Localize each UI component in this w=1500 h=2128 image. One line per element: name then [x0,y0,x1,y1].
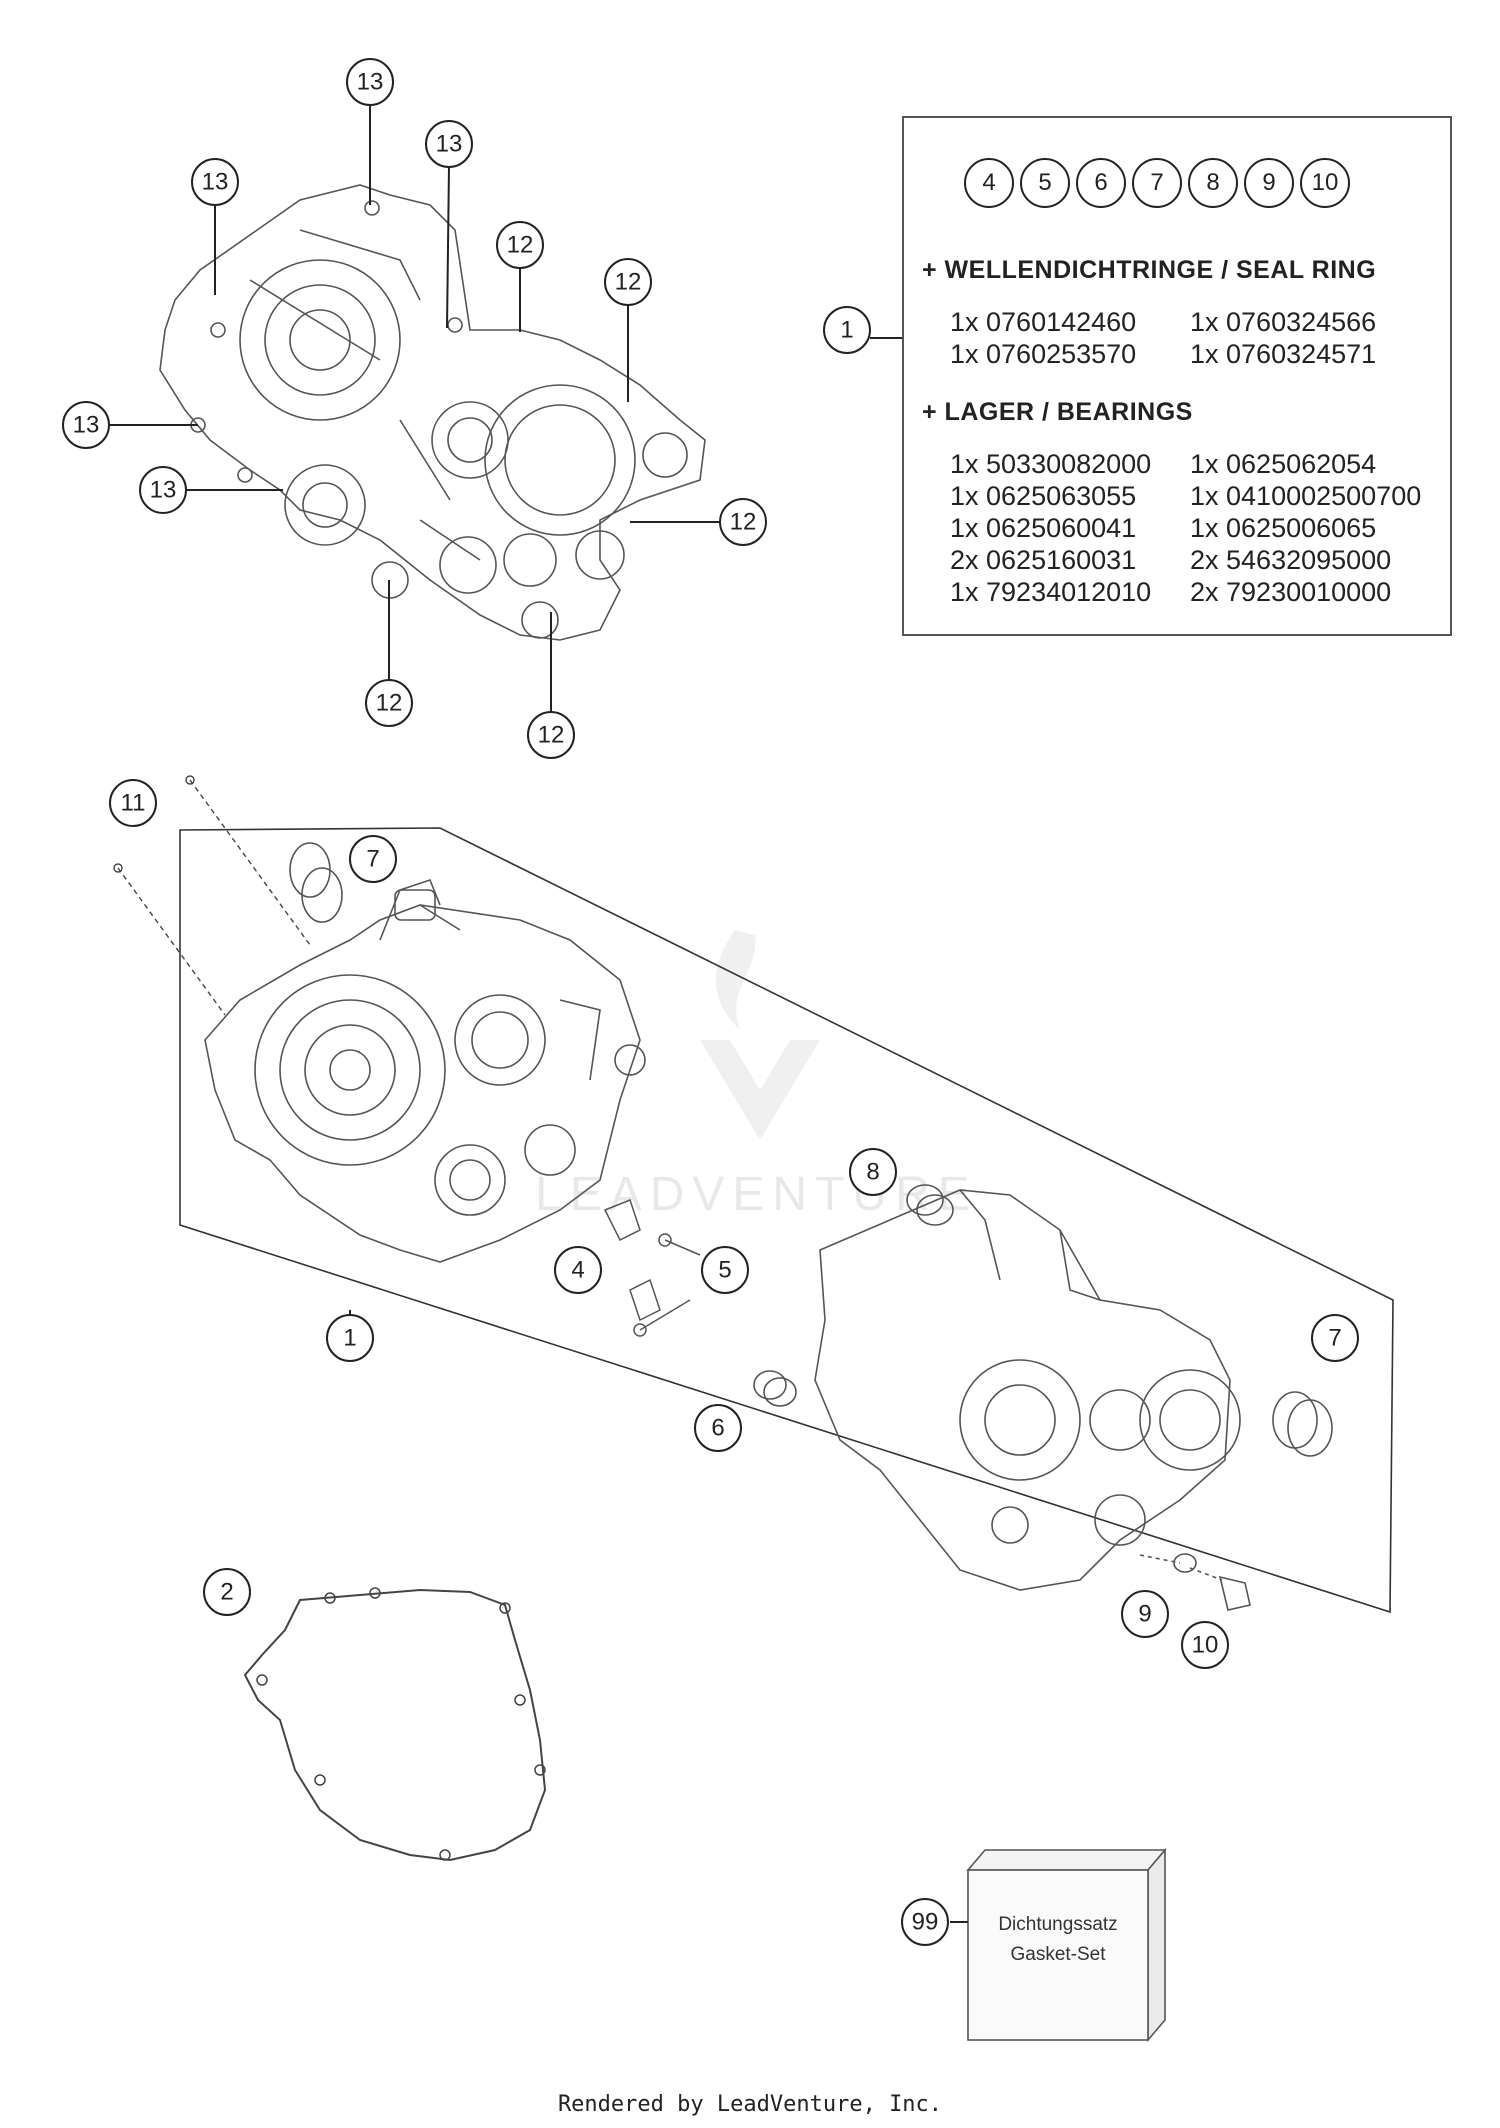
callout-8-label: 8 [866,1159,879,1186]
bearing-item: 1x 79234012010 [950,577,1152,607]
callout-13-upper-left[interactable]: 13 [191,158,239,206]
callout-99[interactable]: 99 [901,1898,949,1946]
callout-1-kit-label: 1 [840,317,853,344]
kit-circle-4[interactable]: 4 [964,158,1014,208]
right-case-half [814,1189,1241,1591]
bearing-item: 2x 0625160031 [950,545,1137,575]
callout-12-bottom-left-label: 12 [376,690,403,717]
kit-part-circles: 4 5 6 7 8 9 10 [964,158,1350,208]
callout-13-lower-left[interactable]: 13 [139,466,187,514]
kit-circle-6[interactable]: 6 [1076,158,1126,208]
bracket-and-screws [603,1199,701,1337]
gasket-holes [256,1587,546,1861]
callout-4-label: 4 [571,1257,584,1284]
callout-1-kit[interactable]: 1 [823,306,871,354]
callout-4[interactable]: 4 [554,1246,602,1294]
callout-10[interactable]: 10 [1181,1621,1229,1669]
callout-8[interactable]: 8 [849,1148,897,1196]
callout-12-top[interactable]: 12 [496,221,544,269]
kit-circle-5[interactable]: 5 [1020,158,1070,208]
kit-circle-10[interactable]: 10 [1300,158,1350,208]
callout-6[interactable]: 6 [694,1404,742,1452]
crankcase-top-view [159,184,706,641]
kit-circle-7[interactable]: 7 [1132,158,1182,208]
callout-12-top-label: 12 [507,232,534,259]
seal-ring-list: 1x 0760142460 1x 0760324566 1x 076025357… [950,306,1440,370]
small-parts-right [753,1184,1333,1611]
bearings-heading: + LAGER / BEARINGS [922,398,1193,426]
seal-item: 1x 0760142460 [950,307,1137,337]
callout-13-upper-left-label: 13 [202,169,229,196]
callout-9[interactable]: 9 [1121,1590,1169,1638]
bearings-list: 1x 50330082000 1x 0625062054 1x 06250630… [950,448,1440,608]
callout-13-lower-left-label: 13 [150,477,177,504]
callout-12-right-label: 12 [730,509,757,536]
callout-6-label: 6 [711,1415,724,1442]
bearing-item: 2x 54632095000 [1190,545,1392,575]
callout-12-right[interactable]: 12 [719,498,767,546]
callout-12-bottom-right-label: 12 [538,722,565,749]
callout-13-top[interactable]: 13 [346,58,394,106]
seal-item: 1x 0760324571 [1190,339,1377,369]
callout-12-upper-right-label: 12 [615,269,642,296]
callout-13-upper-right[interactable]: 13 [425,120,473,168]
seal-ring-heading: + WELLENDICHTRINGE / SEAL RING [922,256,1377,284]
callout-7-right[interactable]: 7 [1311,1314,1359,1362]
seal-ring-upper [289,842,343,923]
bearing-item: 1x 0410002500700 [1190,481,1422,511]
gasket-set-label-de: Dichtungssatz [998,1914,1117,1935]
kit-contents-box: 4 5 6 7 8 9 10 + WELLENDICHTRINGE / SEAL… [902,116,1452,636]
bearing-item: 1x 50330082000 [950,449,1152,479]
callout-9-label: 9 [1138,1601,1151,1628]
callout-12-bottom-right[interactable]: 12 [527,711,575,759]
gasket-set-label-en: Gasket-Set [1010,1944,1106,1965]
bearing-item: 1x 0625062054 [1190,449,1377,479]
callout-10-label: 10 [1192,1632,1219,1659]
callout-12-upper-right[interactable]: 12 [604,258,652,306]
bearing-item: 1x 0625063055 [950,481,1137,511]
left-case-half [204,879,646,1263]
callout-5-label: 5 [718,1257,731,1284]
seal-item: 1x 0760324566 [1190,307,1377,337]
kit-circle-9[interactable]: 9 [1244,158,1294,208]
bearing-item: 2x 79230010000 [1190,577,1392,607]
watermark-logo: LEADVENTURE [535,930,978,1221]
callout-1-assembly[interactable]: 1 [326,1314,374,1362]
callout-2-label: 2 [220,1579,233,1606]
callout-11-label: 11 [121,790,146,817]
stud-bolts [113,775,311,1016]
assembly-outline [179,827,1394,1614]
callout-11[interactable]: 11 [109,779,157,827]
kit-circle-8[interactable]: 8 [1188,158,1238,208]
leader-lines-top [109,104,902,712]
callout-12-bottom-left[interactable]: 12 [365,679,413,727]
callout-2[interactable]: 2 [203,1568,251,1616]
bearing-item: 1x 0625006065 [1190,513,1377,543]
callout-13-left-label: 13 [73,412,100,439]
callout-13-top-label: 13 [357,69,384,96]
bearing-item: 1x 0625060041 [950,513,1137,543]
seal-item: 1x 0760253570 [950,339,1137,369]
callout-7-upper-label: 7 [366,846,379,873]
gasket-outline [243,1588,547,1862]
callout-1-assembly-label: 1 [343,1325,356,1352]
gasket-set-box: Dichtungssatz Gasket-Set [966,1847,1167,2043]
callout-5[interactable]: 5 [701,1246,749,1294]
footer-credit: Rendered by LeadVenture, Inc. [557,2092,943,2117]
callout-99-label: 99 [912,1909,939,1936]
callout-13-upper-right-label: 13 [436,131,463,158]
watermark-text: LEADVENTURE [535,1168,978,1221]
callout-7-right-label: 7 [1328,1325,1341,1352]
callout-7-upper[interactable]: 7 [349,835,397,883]
callout-13-left[interactable]: 13 [62,401,110,449]
